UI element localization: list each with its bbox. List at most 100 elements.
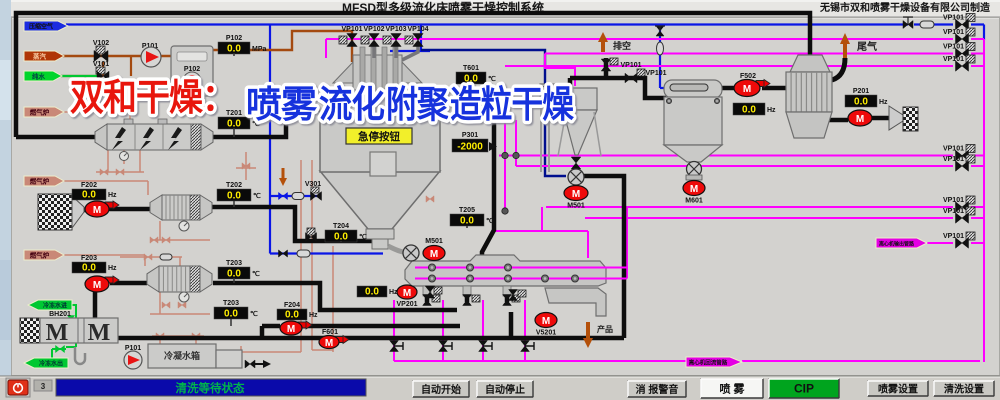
svg-text:VP102: VP102 — [363, 26, 384, 33]
svg-text:V102: V102 — [93, 40, 109, 47]
svg-text:M: M — [430, 249, 438, 260]
svg-text:0.0: 0.0 — [365, 287, 379, 298]
svg-text:0.0: 0.0 — [82, 263, 96, 274]
svg-text:Hz: Hz — [108, 192, 117, 199]
svg-text:VP101: VP101 — [943, 56, 964, 63]
svg-text:P102: P102 — [184, 66, 200, 73]
svg-text:VP201: VP201 — [396, 301, 417, 308]
svg-text:VP103: VP103 — [385, 26, 406, 33]
svg-text:喷雾流化附聚造粒干燥: 喷雾流化附聚造粒干燥 — [246, 84, 575, 125]
svg-text:压缩空气: 压缩空气 — [29, 23, 53, 31]
svg-text:0.0: 0.0 — [227, 44, 241, 55]
svg-text:0.0: 0.0 — [854, 97, 868, 108]
svg-text:T203: T203 — [223, 300, 239, 307]
svg-text:P102: P102 — [226, 35, 242, 42]
svg-text:VP101: VP101 — [341, 26, 362, 33]
svg-text:V301: V301 — [305, 181, 321, 188]
svg-text:产品: 产品 — [597, 324, 613, 334]
svg-text:P301: P301 — [462, 132, 478, 139]
svg-text:M: M — [46, 320, 69, 346]
svg-text:VP104: VP104 — [407, 26, 428, 33]
svg-text:M: M — [325, 338, 333, 349]
svg-text:燃气炉: 燃气炉 — [30, 251, 50, 260]
svg-text:M601: M601 — [685, 198, 703, 205]
svg-text:0.0: 0.0 — [224, 309, 238, 320]
svg-text:F204: F204 — [284, 302, 300, 309]
svg-text:离心机输出管路: 离心机输出管路 — [879, 241, 915, 248]
svg-text:纯水: 纯水 — [32, 72, 46, 81]
svg-text:M501: M501 — [567, 203, 585, 210]
svg-text:℃: ℃ — [250, 310, 258, 318]
svg-text:V5201: V5201 — [536, 330, 556, 337]
svg-text:0.0: 0.0 — [285, 310, 299, 321]
svg-text:冷冻水进: 冷冻水进 — [43, 302, 67, 310]
svg-text:CIP: CIP — [794, 382, 814, 396]
svg-text:℃: ℃ — [252, 270, 260, 278]
svg-text:P101: P101 — [125, 345, 141, 352]
svg-text:VP101: VP101 — [620, 62, 641, 69]
svg-text:0.0: 0.0 — [334, 232, 348, 243]
svg-text:℃: ℃ — [253, 192, 261, 200]
svg-text:Hz: Hz — [389, 289, 398, 296]
svg-text:0.0: 0.0 — [227, 119, 241, 130]
svg-text:F203: F203 — [81, 255, 97, 262]
svg-text:℃: ℃ — [488, 75, 496, 83]
svg-text:F502: F502 — [740, 73, 756, 80]
svg-text:P201: P201 — [853, 88, 869, 95]
svg-text:℃: ℃ — [359, 233, 367, 241]
svg-text:M: M — [403, 288, 411, 299]
svg-text:M: M — [88, 320, 111, 346]
svg-text:排空: 排空 — [613, 40, 631, 51]
svg-text:VP101: VP101 — [943, 156, 964, 163]
svg-text:0.0: 0.0 — [227, 269, 241, 280]
svg-text:0.0: 0.0 — [227, 191, 241, 202]
svg-text:VP101: VP101 — [943, 197, 964, 204]
svg-text:VP101: VP101 — [943, 29, 964, 36]
svg-text:-2000: -2000 — [457, 142, 483, 153]
svg-text:无锡市双和喷雾干燥设备有限公司制造: 无锡市双和喷雾干燥设备有限公司制造 — [819, 1, 991, 14]
svg-text:VP101: VP101 — [943, 15, 964, 22]
svg-text:3: 3 — [41, 382, 46, 391]
svg-text:急停按钮: 急停按钮 — [358, 130, 400, 143]
svg-text:T203: T203 — [226, 260, 242, 267]
svg-text:V101: V101 — [93, 61, 109, 68]
svg-text:T204: T204 — [333, 223, 349, 230]
svg-text:消 报警音: 消 报警音 — [636, 383, 679, 396]
svg-text:双和干燥：: 双和干燥： — [70, 77, 235, 118]
svg-text:蒸汽: 蒸汽 — [33, 52, 47, 61]
svg-text:清洗等待状态: 清洗等待状态 — [176, 381, 245, 395]
svg-text:T601: T601 — [463, 65, 479, 72]
svg-text:尾气: 尾气 — [857, 40, 877, 53]
svg-text:0.0: 0.0 — [460, 216, 474, 227]
svg-text:M: M — [572, 189, 580, 200]
svg-text:燃气炉: 燃气炉 — [30, 177, 50, 186]
svg-text:T202: T202 — [226, 182, 242, 189]
svg-text:M: M — [856, 114, 864, 125]
svg-text:喷雾设置: 喷雾设置 — [878, 383, 918, 396]
svg-text:T205: T205 — [459, 207, 475, 214]
svg-text:M: M — [93, 280, 101, 291]
svg-text:Hz: Hz — [767, 107, 776, 114]
svg-text:BH201: BH201 — [49, 311, 71, 318]
svg-text:VP101: VP101 — [645, 70, 666, 77]
svg-text:Hz: Hz — [309, 312, 318, 319]
svg-text:VP101: VP101 — [943, 44, 964, 51]
svg-text:T201: T201 — [226, 110, 242, 117]
svg-text:VP101: VP101 — [943, 208, 964, 215]
svg-text:Hz: Hz — [879, 99, 888, 106]
svg-text:喷 雾: 喷 雾 — [719, 382, 745, 396]
svg-text:自动开始: 自动开始 — [421, 383, 461, 396]
svg-text:M: M — [93, 205, 101, 216]
svg-text:VP101: VP101 — [943, 146, 964, 153]
svg-text:M: M — [287, 324, 295, 335]
svg-text:M: M — [542, 316, 550, 327]
svg-text:VP101: VP101 — [943, 233, 964, 240]
svg-text:M501: M501 — [425, 238, 443, 245]
svg-text:Hz: Hz — [108, 265, 117, 272]
svg-text:F601: F601 — [322, 329, 338, 336]
svg-text:燃气炉: 燃气炉 — [30, 108, 50, 117]
svg-text:0.0: 0.0 — [82, 190, 96, 201]
svg-text:MPa: MPa — [252, 46, 267, 53]
svg-text:离心机回流管路: 离心机回流管路 — [689, 359, 728, 367]
svg-text:清洗设置: 清洗设置 — [944, 383, 984, 396]
